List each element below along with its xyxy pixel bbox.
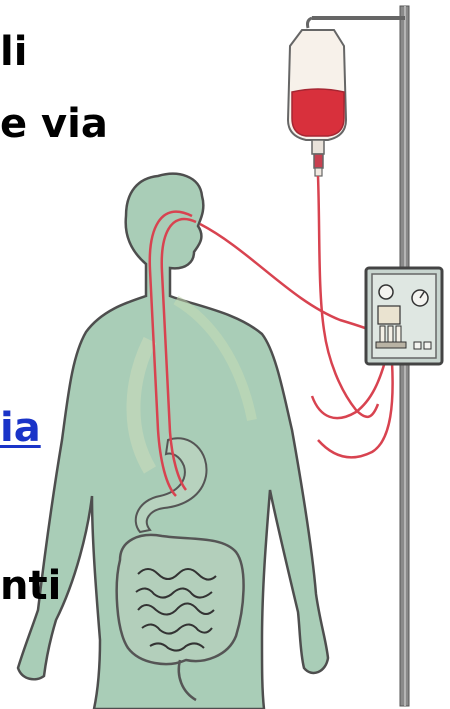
text-fragment-line4: nti: [0, 562, 61, 610]
text-fragment-line1: li: [0, 28, 27, 76]
iv-bag-icon: [288, 30, 346, 176]
infusion-pump-icon: [366, 268, 442, 364]
text-fragment-line2: e via: [0, 100, 108, 148]
hyperlink-fragment[interactable]: ia: [0, 404, 41, 452]
